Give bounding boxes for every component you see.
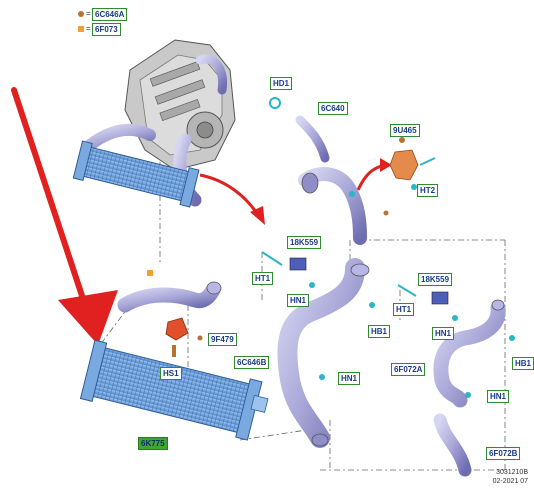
red-curve-arrowhead-1 xyxy=(250,206,265,225)
intercooler-inlet-hose xyxy=(117,270,222,357)
red-arrow xyxy=(11,87,118,345)
square-fastener-icon xyxy=(78,25,84,32)
legend-equals: = xyxy=(86,9,91,18)
part-label-hd1[interactable]: HD1 xyxy=(270,77,293,90)
round-fastener-icon xyxy=(78,10,84,17)
engine-assembly xyxy=(124,39,236,171)
part-label-6c640[interactable]: 6C640 xyxy=(318,102,348,115)
part-label-hn1-a[interactable]: HN1 xyxy=(287,294,310,307)
part-label-6f072a[interactable]: 6F072A xyxy=(391,363,426,376)
part-label-hb1-b[interactable]: HB1 xyxy=(512,357,534,370)
part-label-hb1-a[interactable]: HB1 xyxy=(368,325,391,338)
reference-number: 3031210B xyxy=(496,469,528,476)
part-label-6c646a[interactable]: 6C646A xyxy=(92,8,128,21)
part-label-hn1-c[interactable]: HN1 xyxy=(338,372,361,385)
part-label-6k775[interactable]: 6K775 xyxy=(138,437,168,450)
part-label-18k559-a[interactable]: 18K559 xyxy=(287,236,322,249)
red-curve-arrow-1 xyxy=(199,173,260,216)
part-label-hn1-d[interactable]: HN1 xyxy=(487,390,510,403)
right-hose-6f072 xyxy=(397,284,515,477)
part-label-ht1-a[interactable]: HT1 xyxy=(252,272,274,285)
footer-reference: 3031210B 02-2021 07 xyxy=(493,468,528,486)
part-label-hs1[interactable]: HS1 xyxy=(160,367,182,380)
red-curve-arrowhead-2 xyxy=(380,158,392,172)
valve-9u465 xyxy=(389,137,436,190)
legend-item-2: = xyxy=(78,24,91,33)
main-hose-6c646b xyxy=(261,251,375,448)
part-label-ht1-b[interactable]: HT1 xyxy=(393,303,415,316)
part-label-6f072b[interactable]: 6F072B xyxy=(486,447,521,460)
legend-item-1: = xyxy=(78,9,91,18)
part-label-9f479[interactable]: 9F479 xyxy=(208,333,237,346)
part-label-18k559-b[interactable]: 18K559 xyxy=(418,273,453,286)
upper-intake-hose xyxy=(269,97,389,245)
legend-equals: = xyxy=(86,24,91,33)
part-label-6f073[interactable]: 6F073 xyxy=(92,23,121,36)
part-label-6c646b[interactable]: 6C646B xyxy=(234,356,270,369)
reference-date: 02-2021 07 xyxy=(492,478,528,485)
part-label-9u465[interactable]: 9U465 xyxy=(390,124,420,137)
intercooler-top xyxy=(72,140,200,208)
part-label-hn1-b[interactable]: HN1 xyxy=(432,327,455,340)
intercooler-main xyxy=(79,339,269,441)
part-label-ht2[interactable]: HT2 xyxy=(417,184,439,197)
